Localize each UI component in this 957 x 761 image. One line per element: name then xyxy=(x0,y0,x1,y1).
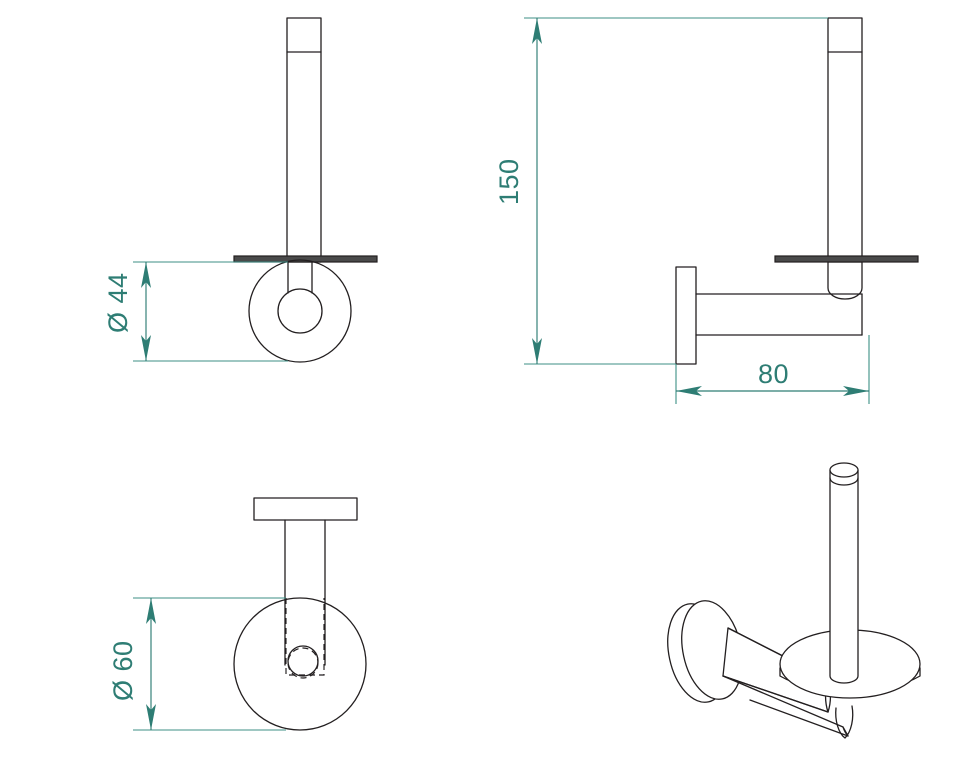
view-isometric xyxy=(667,462,921,739)
front-view-flange xyxy=(233,255,378,263)
dim-label-height-150: 150 xyxy=(494,158,524,205)
side-view-arm xyxy=(695,293,863,336)
dim-height-150: 150 xyxy=(494,17,828,365)
side-view-post xyxy=(827,17,863,263)
side-view-flange xyxy=(774,255,919,263)
front-view-roll-circles xyxy=(248,259,352,363)
top-view-disc xyxy=(233,597,367,731)
dim-label-diameter-44: Ø 44 xyxy=(103,272,133,333)
dim-diameter-44: Ø 44 xyxy=(103,261,288,362)
front-view-post xyxy=(286,17,322,263)
top-view-post-section xyxy=(287,645,319,679)
dim-diameter-60: Ø 60 xyxy=(108,597,286,731)
iso-post xyxy=(829,462,859,684)
view-top: Ø 60 xyxy=(108,497,367,731)
view-side: 150 80 xyxy=(494,17,919,404)
view-front: Ø 44 xyxy=(103,17,378,363)
top-view-wall-plate xyxy=(253,497,358,521)
dim-label-diameter-60: Ø 60 xyxy=(108,640,138,701)
iso-arm-lower xyxy=(722,675,854,739)
dim-depth-80: 80 xyxy=(675,335,870,404)
dim-label-depth-80: 80 xyxy=(758,359,789,389)
top-view-arm xyxy=(284,519,326,666)
top-view-hidden-post xyxy=(285,598,325,676)
side-view-wall-plate xyxy=(675,266,697,365)
side-view-post-lower xyxy=(827,261,863,300)
